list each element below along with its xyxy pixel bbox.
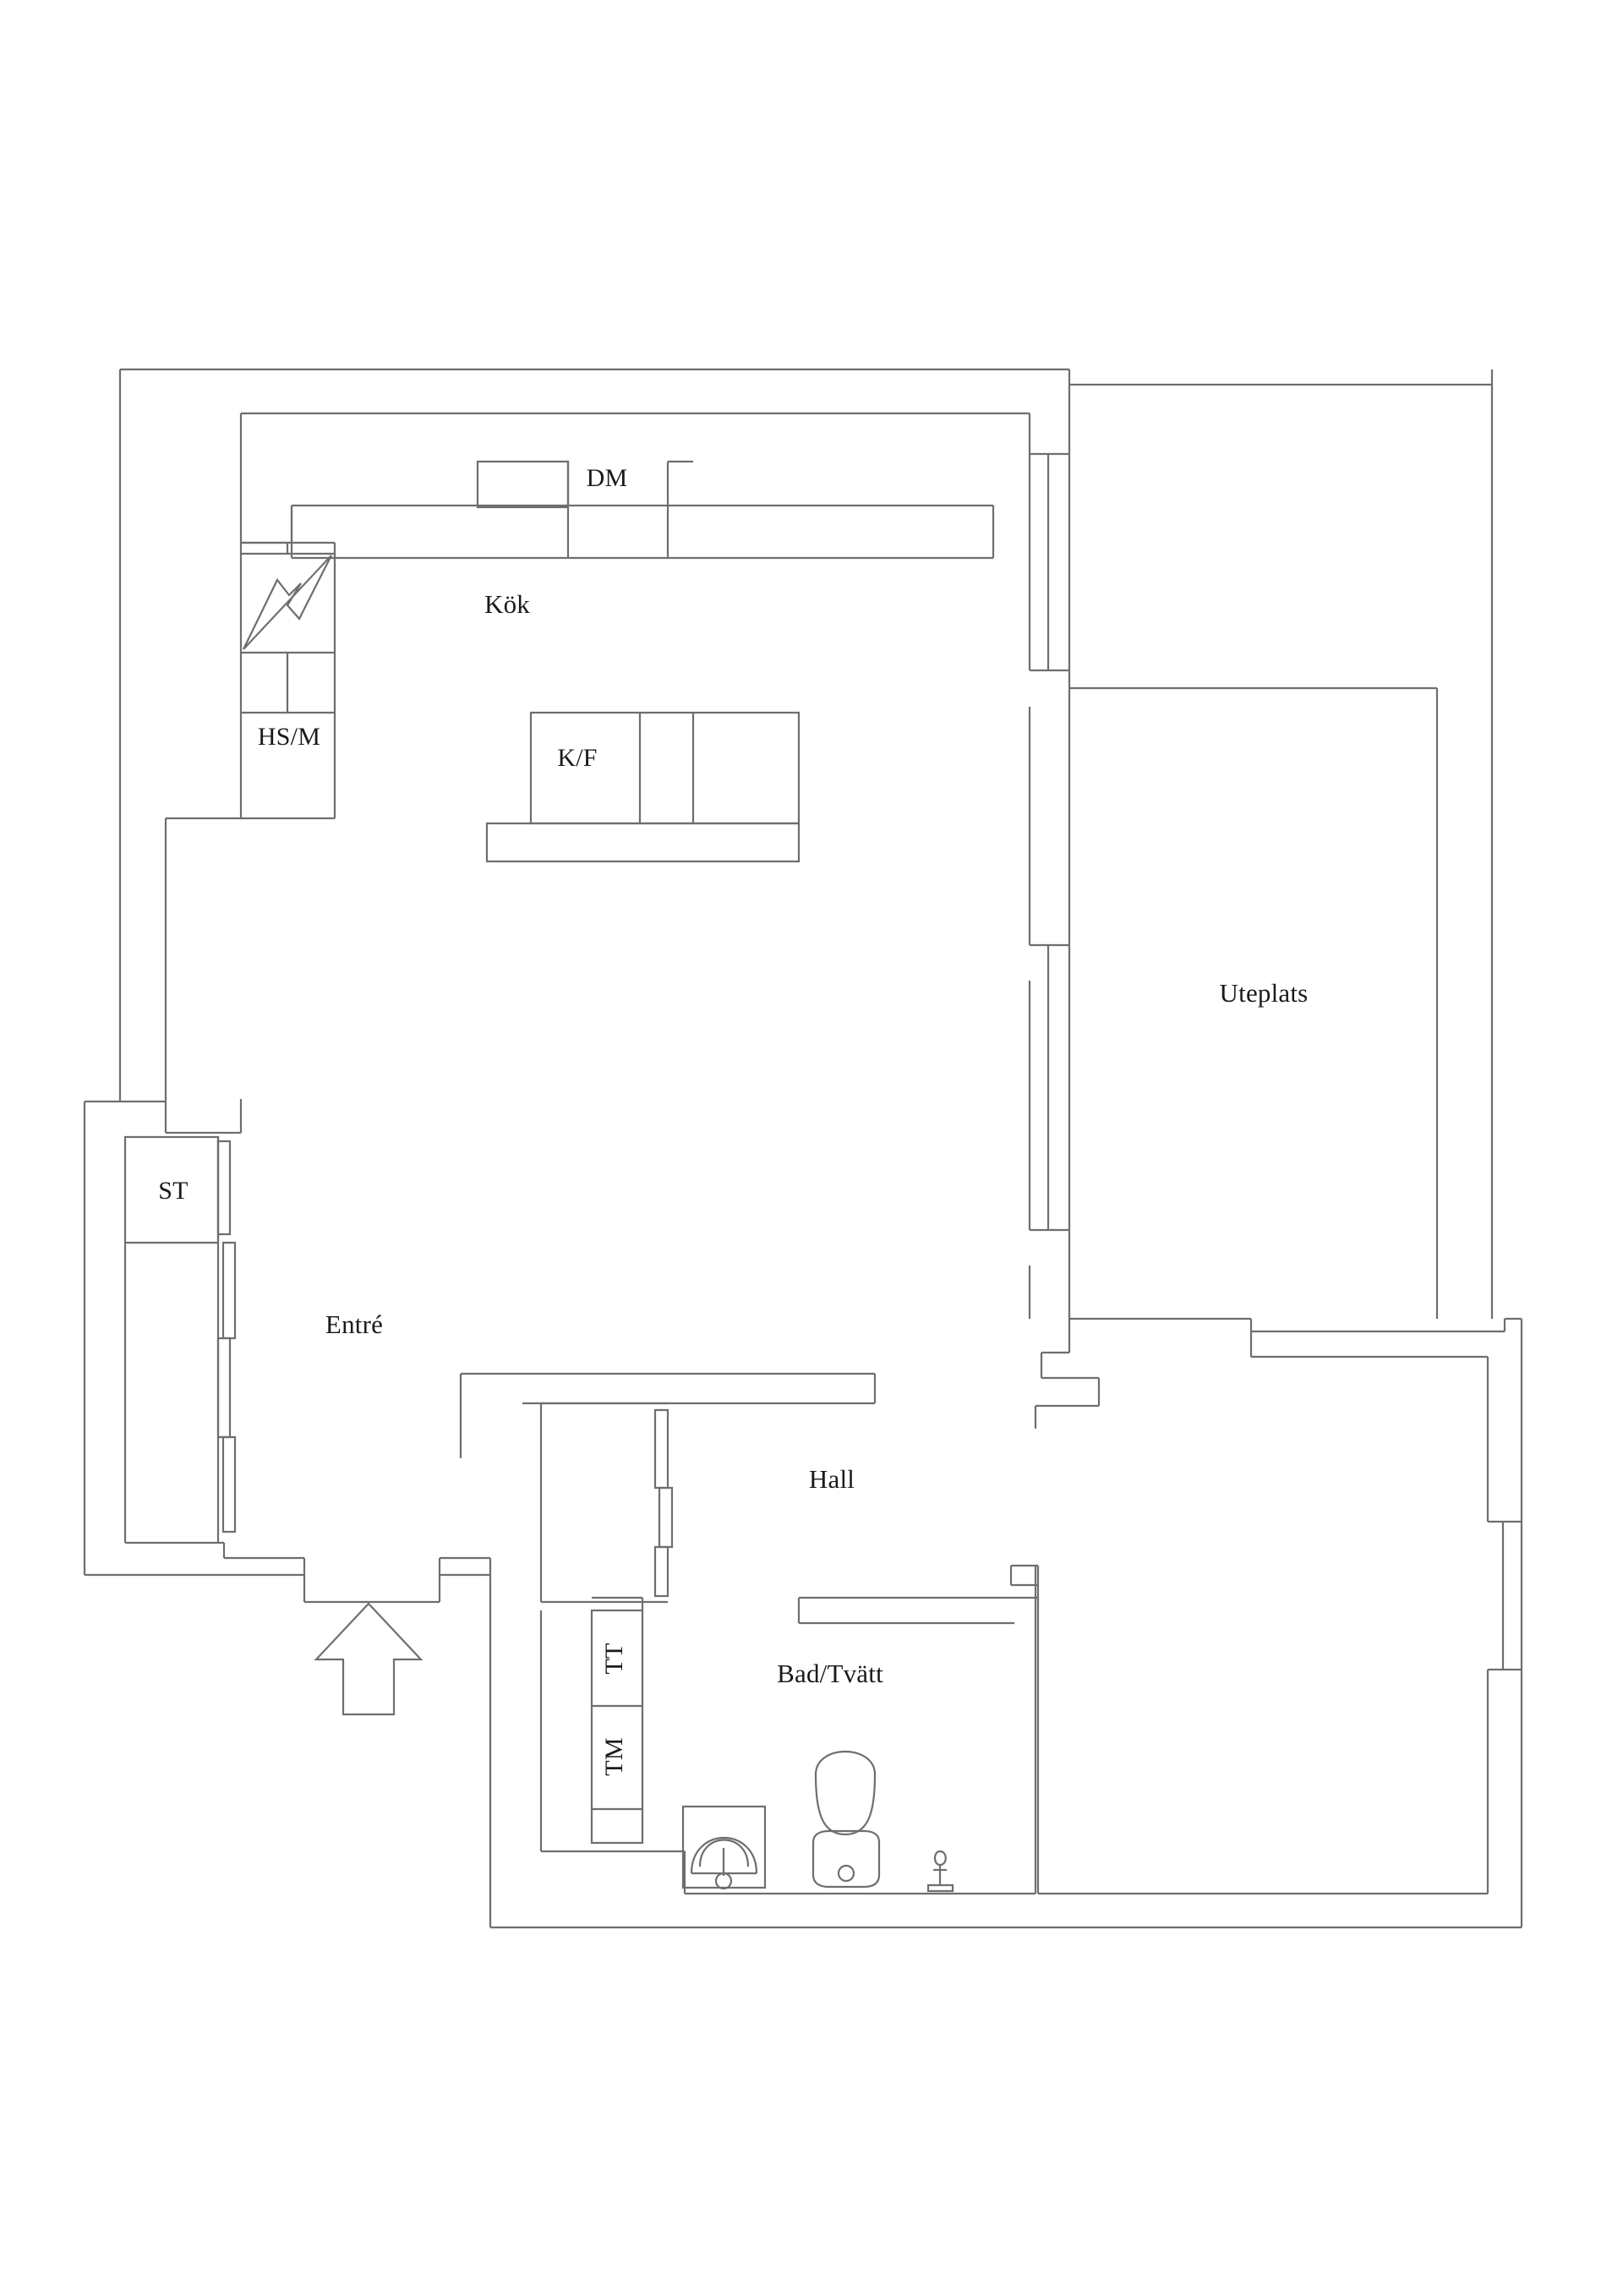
fixture-label-tt: TT: [600, 1643, 628, 1675]
kf-island: [485, 711, 801, 863]
right-room-shell: [1009, 1331, 1522, 1895]
tall-cabinet-column: [239, 541, 336, 820]
room-label-kok: Kök: [484, 589, 530, 619]
fixture-label-dm: DM: [586, 464, 628, 492]
kitchen-walls: [164, 412, 1031, 1319]
bathroom-walls: [539, 1596, 1036, 1895]
uteplats-area: [1034, 383, 1492, 1429]
fixture-label-st: ST: [158, 1177, 189, 1205]
fixture-label-tm: TM: [600, 1737, 628, 1776]
entre-storage: [120, 1099, 492, 1575]
patio-openings: [1030, 452, 1069, 1232]
floor-drain-fixture: [926, 1850, 954, 1893]
kitchen-counter-run: [290, 460, 995, 560]
hall-walls: [459, 1372, 1038, 1894]
room-label-entre: Entré: [325, 1309, 384, 1339]
toilet-fixture: [812, 1750, 881, 1889]
fixture-label-hsm: HS/M: [257, 723, 321, 751]
room-label-bad-tvatt: Bad/Tvätt: [777, 1659, 883, 1688]
washbasin-fixture: [681, 1805, 767, 1890]
room-label-uteplats: Uteplats: [1219, 978, 1309, 1008]
outer-wall-envelope: [83, 368, 1523, 1929]
fixture-label-kf: K/F: [557, 744, 598, 772]
entrance-arrow-icon: [314, 1602, 424, 1716]
room-label-hall: Hall: [808, 1464, 855, 1494]
